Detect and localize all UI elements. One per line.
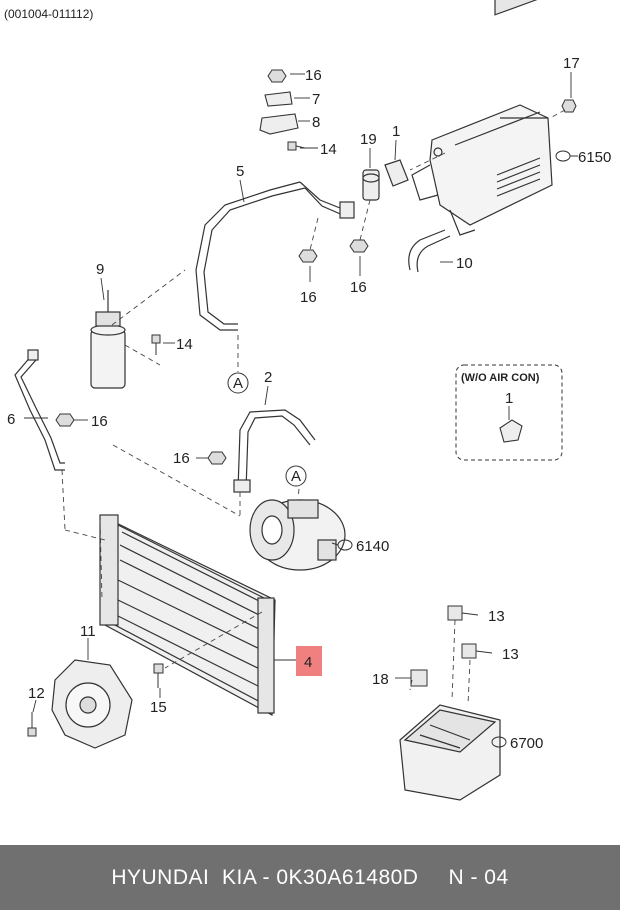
callout-2: 2 <box>264 369 272 386</box>
callout-14-mid: 14 <box>176 336 193 353</box>
ref-6150: 6150 <box>555 149 611 166</box>
connector-block-1 <box>384 159 409 187</box>
nut-16-right <box>349 239 369 253</box>
callout-16-pipe6: 16 <box>91 413 108 430</box>
callout-1: 1 <box>392 123 400 140</box>
pipe-2 <box>233 409 316 493</box>
callout-14-top: 14 <box>320 141 337 158</box>
ref-6700: 6700 <box>491 735 543 752</box>
condenser-fan-11 <box>51 659 133 749</box>
bolt-14-top <box>287 141 306 151</box>
nut-16-top <box>267 69 287 83</box>
callout-15: 15 <box>150 699 167 716</box>
nut-16-pipe2 <box>207 451 227 465</box>
parts-diagram: (001004-011112) <box>4 0 611 801</box>
callout-5: 5 <box>236 163 244 180</box>
ref-a-mid: A <box>291 468 301 485</box>
callout-6150: 6150 <box>578 149 611 166</box>
receiver-drier-9 <box>90 290 126 389</box>
callout-6: 6 <box>7 411 15 428</box>
highlight-part-4 <box>296 646 322 676</box>
callout-18: 18 <box>372 671 389 688</box>
callout-11: 11 <box>80 623 96 640</box>
callout-7: 7 <box>312 91 320 108</box>
bracket-8 <box>259 113 299 135</box>
nut-17 <box>561 99 577 113</box>
control-unit <box>399 704 501 801</box>
callout-6140: 6140 <box>356 538 389 555</box>
callout-16-top: 16 <box>305 67 322 84</box>
leader-lines <box>61 109 566 706</box>
callout-13-lower: 13 <box>502 646 519 663</box>
callout-16-left: 16 <box>300 289 317 306</box>
relay-13-lower <box>461 643 477 659</box>
callout-12: 12 <box>28 685 45 702</box>
footer-bar: HYUNDAI KIA - 0K30A61480D N - 04 <box>0 845 620 910</box>
inset-without-aircon: (W/O AIR CON) 1 <box>455 364 563 461</box>
clamp-7 <box>264 91 293 107</box>
bolt-12 <box>27 712 37 737</box>
callout-8: 8 <box>312 114 320 131</box>
footer-page: N - 04 <box>448 865 509 889</box>
nut-16-pipe6 <box>55 413 75 427</box>
footer-part-number: HYUNDAI KIA - 0K30A61480D <box>111 865 419 889</box>
bolt-14-mid <box>151 334 161 355</box>
inset-callout-1: 1 <box>505 390 513 407</box>
relay-13-upper <box>447 605 463 621</box>
catalog-code: (001004-011112) <box>4 7 93 21</box>
callout-13-upper: 13 <box>488 608 505 625</box>
inset-cap-part <box>499 419 523 443</box>
relay-18 <box>410 669 428 687</box>
callout-lines <box>24 72 572 713</box>
callout-6700: 6700 <box>510 735 543 752</box>
nut-16-left <box>298 249 318 263</box>
callout-16-pipe2: 16 <box>173 450 190 467</box>
evaporator-unit <box>411 0 553 236</box>
callout-4: 4 <box>304 654 312 671</box>
pipe-5 <box>195 181 355 331</box>
bolt-15 <box>153 663 164 688</box>
expansion-valve-19 <box>362 169 380 201</box>
drain-hose-10 <box>408 229 451 273</box>
callout-19: 19 <box>360 131 377 148</box>
callout-16-right: 16 <box>350 279 367 296</box>
ref-circle-a-mid: A <box>285 465 307 487</box>
ref-6140: 6140 <box>331 538 389 555</box>
callout-10: 10 <box>456 255 473 272</box>
callout-9: 9 <box>96 261 104 278</box>
ref-a-top: A <box>233 375 243 392</box>
pipe-6 <box>14 349 65 471</box>
condenser-4 <box>99 514 276 716</box>
callout-17: 17 <box>563 55 580 72</box>
inset-title: (W/O AIR CON) <box>461 372 540 384</box>
compressor <box>249 499 346 571</box>
ref-circle-a-top: A <box>227 372 249 394</box>
